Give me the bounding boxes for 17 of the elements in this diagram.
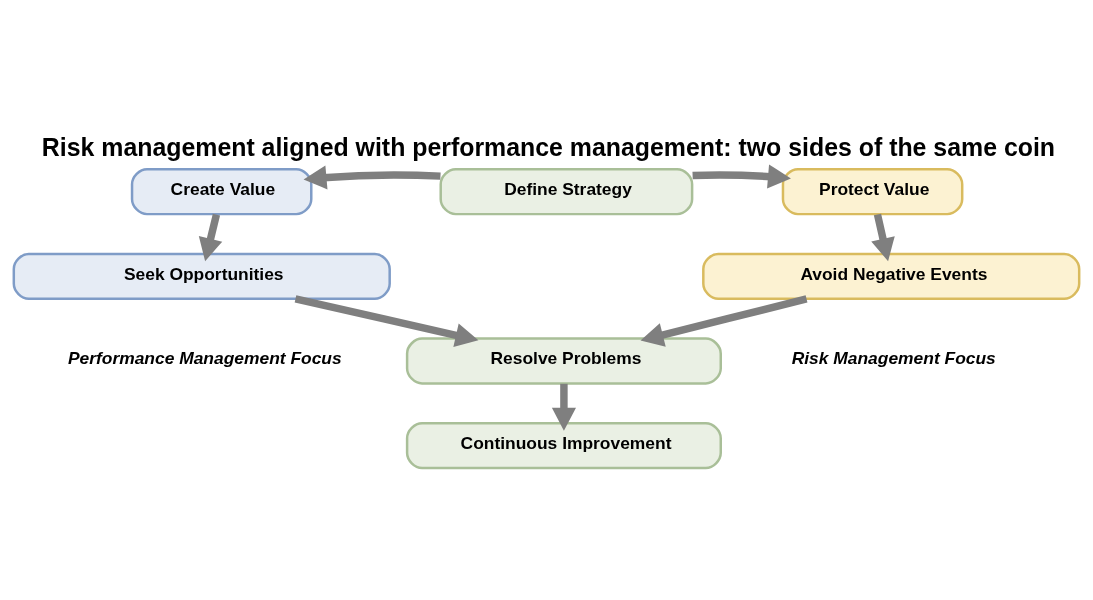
node-box: Seek Opportunities bbox=[12, 252, 391, 300]
arrow bbox=[303, 165, 441, 190]
arrow bbox=[640, 295, 808, 347]
arrow bbox=[871, 213, 895, 262]
node-box: Continuous Improvement bbox=[405, 421, 722, 470]
arrow bbox=[692, 164, 791, 189]
arrow bbox=[551, 383, 576, 431]
arrow bbox=[198, 213, 223, 262]
node-label: Performance Management Focus bbox=[67, 348, 342, 369]
node-box: Avoid Negative Events bbox=[702, 252, 1081, 300]
node-box: Create Value bbox=[130, 168, 313, 216]
node-label: Risk Management Focus bbox=[791, 348, 996, 369]
node-box: Resolve Problems bbox=[405, 337, 722, 385]
diagram-title: Risk management aligned with performance management: two sides of the same coin bbox=[41, 132, 1056, 161]
node-box: Define Strategy bbox=[439, 168, 694, 216]
node-box: Protect Value bbox=[781, 168, 964, 216]
arrow bbox=[294, 295, 479, 348]
